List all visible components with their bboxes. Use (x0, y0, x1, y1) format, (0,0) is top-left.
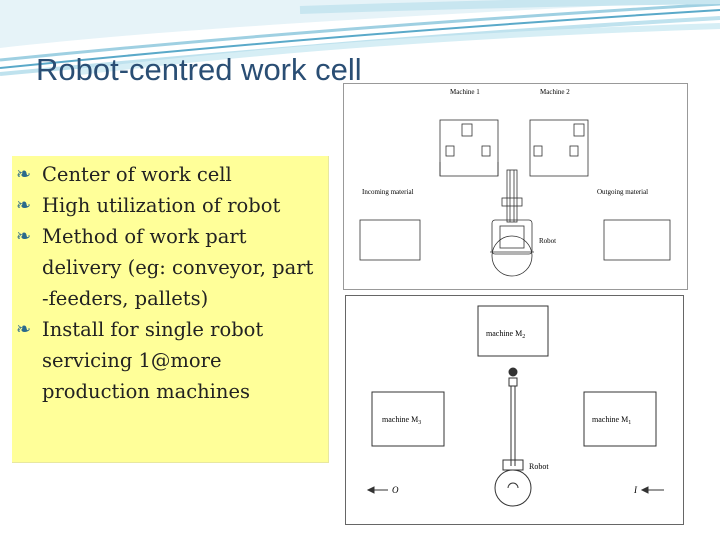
bullet-line: Center of work cell (42, 163, 232, 186)
machine1-label: Machine 1 (450, 88, 480, 96)
outgoing-conveyor (603, 219, 671, 261)
bullet-line: Install for single robot (42, 318, 264, 341)
incoming-material-label: Incoming material (362, 188, 414, 196)
work-cell-figure-top: Machine 1 Machine 2 Robot (343, 83, 688, 290)
machine-m1-text: machine M (592, 415, 628, 424)
bullet-item: ❧ Install for single robot servicing 1@m… (12, 314, 328, 407)
machine-m1-label: machine M1 (592, 415, 631, 426)
robot-label: Robot (539, 237, 556, 245)
machine-m3-box (371, 391, 445, 447)
robot-arm-icon (494, 367, 532, 507)
bullet-line: production machines (42, 380, 251, 403)
machine1-block (439, 119, 499, 177)
bullet-item: ❧ High utilization of robot (12, 190, 328, 221)
machine-m2-box (477, 305, 549, 357)
bullet-line: delivery (eg: conveyor, part (42, 256, 314, 279)
input-arrow (640, 486, 664, 494)
incoming-conveyor (359, 219, 421, 261)
machine-m1-box (583, 391, 657, 447)
bullet-line: -feeders, pallets) (42, 287, 209, 310)
robot-label-bottom: Robot (529, 462, 549, 471)
bullet-list: ❧ Center of work cell ❧ High utilization… (12, 156, 329, 463)
bullet-line: servicing 1@more (42, 349, 222, 372)
curl-bullet-icon: ❧ (16, 319, 32, 340)
curl-bullet-icon: ❧ (16, 226, 32, 247)
machine2-label: Machine 2 (540, 88, 570, 96)
machine2-block (529, 119, 589, 177)
machine-m3-text: machine M (382, 415, 418, 424)
bullet-item: ❧ Method of work part delivery (eg: conv… (12, 221, 328, 314)
output-label: O (392, 485, 399, 495)
work-cell-diagram-bottom: machine M2 machine M3 machine M1 Robot O… (366, 305, 664, 507)
machine-m3-label: machine M3 (382, 415, 421, 426)
machine-m1-subscript: 1 (628, 420, 631, 426)
bullet-item: ❧ Center of work cell (12, 159, 328, 190)
machine-m2-label: machine M2 (486, 329, 525, 340)
input-label: I (633, 485, 638, 495)
output-arrow (366, 486, 388, 494)
machine-m3-subscript: 3 (418, 420, 421, 426)
curl-bullet-icon: ❧ (16, 164, 32, 185)
robot-icon (490, 169, 534, 277)
outgoing-material-label: Outgoing material (597, 188, 648, 196)
machine-m2-subscript: 2 (522, 334, 525, 340)
header-wave-decoration (0, 0, 720, 76)
slide-title: Robot-centred work cell (36, 52, 362, 87)
machine-m2-text: machine M (486, 329, 522, 338)
bullet-line: High utilization of robot (42, 194, 281, 217)
work-cell-diagram-top: Machine 1 Machine 2 Robot (359, 88, 671, 277)
work-cell-figure-bottom: machine M2 machine M3 machine M1 Robot O… (345, 295, 684, 525)
bullet-line: Method of work part (42, 225, 247, 248)
curl-bullet-icon: ❧ (16, 195, 32, 216)
